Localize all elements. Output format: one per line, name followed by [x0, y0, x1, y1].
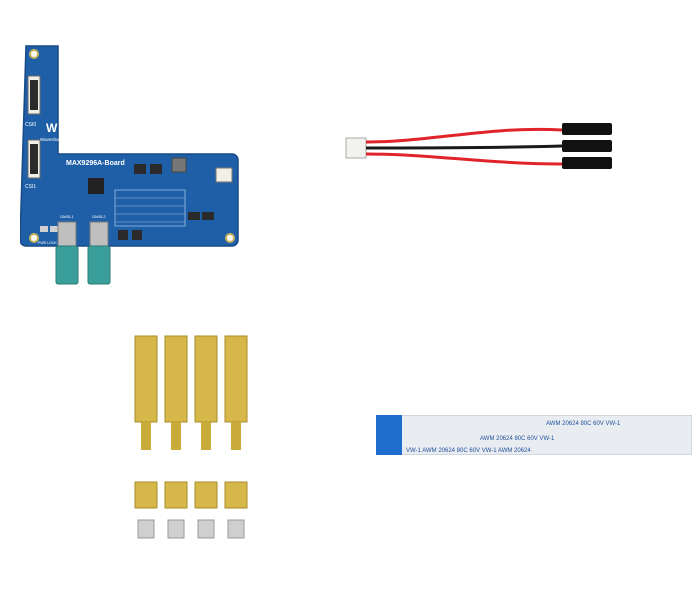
max9296a-board-image: CSI0 CSI1 W Waveshare MAX9296A-Board PWR… — [19, 40, 245, 290]
ffc-stiffener — [376, 415, 402, 455]
ffc-svg: AWM 20624 80C 60V VW-1 AWM 20624 80C 60V… — [375, 414, 693, 456]
standoff-long-1 — [134, 335, 158, 539]
red-wire — [365, 152, 563, 166]
fakra-connector-1 — [55, 245, 79, 285]
dupont-housing — [562, 123, 612, 135]
standoff-long-3 — [194, 335, 218, 539]
mount-hole — [225, 233, 235, 243]
cable-svg — [345, 123, 612, 169]
ffc-cable-image: AWM 20624 80C 60V VW-1 AWM 20624 80C 60V… — [375, 414, 693, 456]
logo-text: Waveshare — [40, 137, 63, 142]
mount-hole — [29, 49, 39, 59]
jst-plug — [345, 137, 367, 159]
power-cable-image — [340, 118, 620, 178]
silk-gmsl2: GMSL2 — [92, 214, 106, 219]
red-wire — [365, 127, 563, 144]
power-header — [215, 167, 233, 183]
silk-pwr-lock: PWR LOCK — [38, 241, 57, 245]
ffc-print-row3: VW-1 AWM 20624 80C 60V VW-1 AWM 20624 — [406, 448, 531, 454]
ffc-print-row2: AWM 20624 80C 60V VW-1 — [480, 436, 555, 442]
standoff-svg — [134, 335, 248, 539]
standoff-long-2 — [164, 335, 188, 539]
standoff-long-4 — [224, 335, 248, 539]
ffc-print-row1: AWM 20624 80C 60V VW-1 — [546, 421, 621, 427]
mount-hole — [29, 233, 39, 243]
fakra-base — [57, 221, 77, 247]
board-svg: CSI0 CSI1 W Waveshare MAX9296A-Board PWR… — [19, 45, 239, 285]
fakra-connector-2 — [87, 245, 111, 285]
black-wire — [365, 144, 563, 150]
silk-table — [114, 189, 186, 227]
standoff-kit-image — [125, 330, 260, 555]
deserializer-chip — [88, 178, 104, 194]
waveshare-logo-mark: W — [46, 121, 58, 135]
fakra-base — [89, 221, 109, 247]
silk-csi0: CSI0 — [25, 122, 36, 128]
silk-csi1: CSI1 — [25, 184, 36, 190]
dupont-housing — [562, 140, 612, 152]
pcb — [19, 45, 239, 247]
inductor — [171, 157, 187, 173]
board-name: MAX9296A-Board — [66, 160, 125, 167]
dupont-housing — [562, 157, 612, 169]
ffc-body — [375, 414, 693, 456]
silk-gmsl1: GMSL1 — [60, 214, 74, 219]
